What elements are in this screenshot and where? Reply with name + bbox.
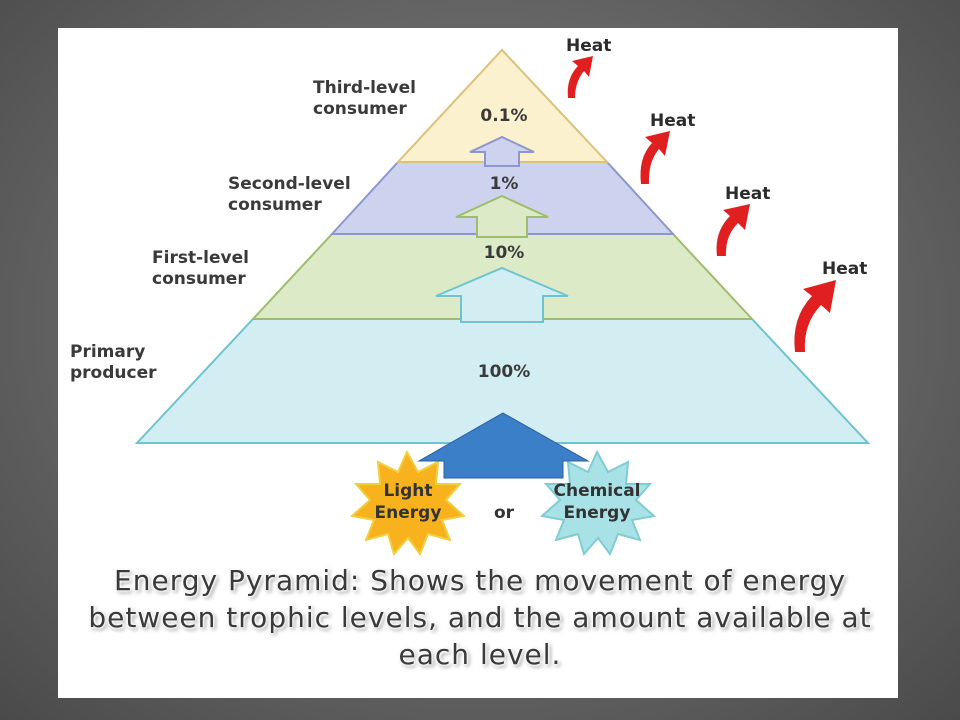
energy-input-arrow	[417, 412, 590, 479]
chemical-energy-burst	[539, 449, 657, 557]
heat-arrows	[567, 56, 836, 352]
first-level-label: First-level consumer	[152, 248, 249, 289]
heat-arrow-4	[794, 280, 836, 352]
energy-transfer-arrow-medium	[455, 194, 549, 238]
light-energy-label: Light Energy	[374, 481, 442, 523]
second-level-percent: 1%	[489, 174, 519, 194]
chemical-energy-label: Chemical Energy	[553, 481, 641, 523]
first-level-percent: 10%	[483, 243, 525, 263]
heat-arrow-2	[640, 131, 670, 184]
heat-label-4: Heat	[822, 259, 868, 279]
heat-arrow-3	[716, 204, 750, 256]
energy-transfer-arrow-large	[435, 266, 569, 323]
light-energy-burst	[349, 449, 467, 557]
heat-label-2: Heat	[650, 111, 696, 131]
heat-label-1: Heat	[566, 36, 612, 56]
primary-producer-label: Primary producer	[70, 342, 157, 383]
heat-arrow-1	[567, 56, 593, 98]
primary-producer-percent: 100%	[477, 362, 531, 382]
heat-label-3: Heat	[725, 184, 771, 204]
slide-caption: Energy Pyramid: Shows the movement of en…	[88, 564, 872, 671]
third-level-label: Third-level consumer	[313, 78, 416, 119]
second-level-label: Second-level consumer	[228, 174, 351, 215]
energy-transfer-arrow-small	[469, 135, 535, 167]
third-level-percent: 0.1%	[480, 106, 528, 126]
or-connector-label: or	[493, 503, 515, 523]
